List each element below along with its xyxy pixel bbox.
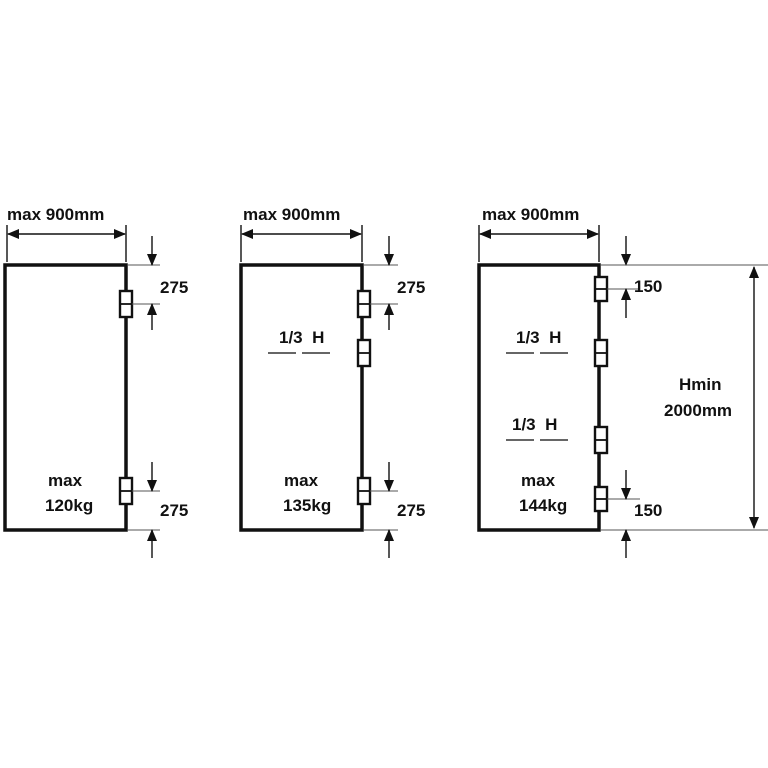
door-3-third-label-1: 1/3 H: [516, 328, 561, 347]
door-1-top-offset-label: 275: [160, 278, 188, 297]
door-1-weight-line2: 120kg: [45, 496, 93, 515]
door-1-panel: [3, 263, 128, 532]
height-label-line1: Hmin: [679, 375, 722, 394]
door-2-hinge-bottom: [356, 476, 372, 506]
door-2-third-label: 1/3 H: [279, 328, 324, 347]
door-3-hinge-2: [593, 338, 609, 368]
door-1-bottom-offset-dimension: [128, 462, 160, 558]
door-2-weight-line2: 135kg: [283, 496, 331, 515]
door-2-hinge-top: [356, 289, 372, 319]
door-3-group: max 900mm 1/3 H 1/3 H: [477, 205, 768, 558]
door-1-top-offset-dimension: [128, 236, 160, 330]
door-2-group: max 900mm 1/3 H 275: [239, 205, 425, 558]
door-2-hinge-middle: [356, 338, 372, 368]
door-2-width-label: max 900mm: [243, 205, 340, 224]
door-3-bottom-offset-dimension: [601, 470, 768, 558]
door-2-bottom-offset-dimension: [364, 462, 398, 558]
door-3-weight-line2: 144kg: [519, 496, 567, 515]
door-2-weight-line1: max: [284, 471, 319, 490]
door-1-group: max 900mm 275 275: [3, 205, 188, 558]
door-2-bottom-offset-label: 275: [397, 501, 425, 520]
door-3-top-offset-label: 150: [634, 277, 662, 296]
height-label-line2: 2000mm: [664, 401, 732, 420]
door-1-weight-line1: max: [48, 471, 83, 490]
door-3-hinge-3: [593, 425, 609, 455]
door-2-panel: [239, 263, 364, 532]
door-1-bottom-offset-label: 275: [160, 501, 188, 520]
door-3-third-label-2: 1/3 H: [512, 415, 557, 434]
door-3-panel: [477, 263, 601, 532]
door-2-top-offset-label: 275: [397, 278, 425, 297]
door-1-hinge-bottom: [118, 476, 134, 506]
door-1-hinge-top: [118, 289, 134, 319]
door-3-bottom-offset-label: 150: [634, 501, 662, 520]
door-2-top-offset-dimension: [364, 236, 398, 330]
door-3-hinge-1: [593, 275, 609, 303]
door-3-height-dimension: [601, 264, 768, 529]
door-3-width-label: max 900mm: [482, 205, 579, 224]
door-3-weight-line1: max: [521, 471, 556, 490]
door-1-width-label: max 900mm: [7, 205, 104, 224]
door-3-hinge-4: [593, 485, 609, 513]
